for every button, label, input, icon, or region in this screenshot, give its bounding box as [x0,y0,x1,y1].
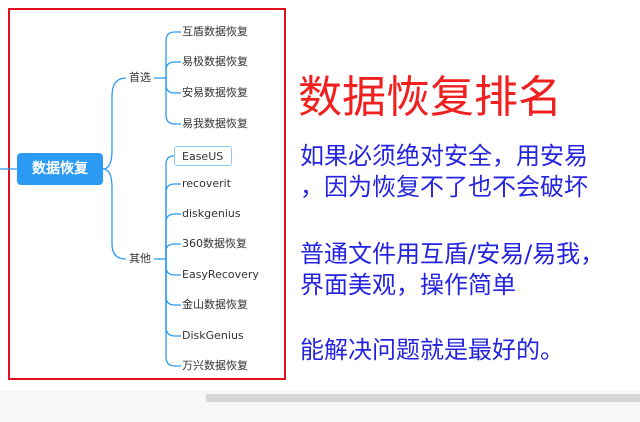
leaf-recoverit[interactable]: recoverit [182,177,231,190]
connector-leaf-5 [165,155,175,259]
root-node[interactable]: 数据恢复 [17,153,103,185]
leaf-anyi[interactable]: 安易数据恢复 [182,86,248,99]
connector-leaf-9 [165,259,181,276]
connector-leaf-1 [165,31,181,78]
connector-leaf-6 [165,183,181,259]
root-to-preferred-connector [102,77,127,170]
branch-preferred[interactable]: 首选 [127,70,153,86]
connector-leaf-11 [165,259,181,337]
note-3: 能解决问题就是最好的。 [300,336,564,364]
leaf-yiwo[interactable]: 易我数据恢复 [182,117,248,130]
connector-leaf-8 [165,243,181,259]
mindmap-frame [8,8,286,380]
connector-leaf-2 [165,61,181,78]
leaf-hudun[interactable]: 互盾数据恢复 [182,25,248,38]
branch-other[interactable]: 其他 [127,251,153,267]
connector-leaf-7 [165,213,181,259]
note-1-line-1: 如果必须绝对安全，用安易 [300,142,588,170]
note-1-line-2: ，因为恢复不了也不会破坏 [300,173,588,201]
leaf-diskgenius-lower[interactable]: diskgenius [182,207,241,220]
note-2-line-1: 普通文件用互盾/安易/易我， [300,240,605,268]
connector-leaf-4 [165,78,181,125]
horizontal-scrollbar[interactable] [206,394,640,402]
annotation-title: 数据恢复排名 [298,72,562,123]
root-to-other-connector [102,168,127,260]
leaf-yiji[interactable]: 易极数据恢复 [182,55,248,68]
connector-leaf-12 [165,259,181,367]
leaf-jinshan[interactable]: 金山数据恢复 [182,298,248,311]
connector-leaf-10 [165,259,181,306]
leaf-easyrecovery[interactable]: EasyRecovery [182,268,259,281]
leaf-360[interactable]: 360数据恢复 [182,237,247,250]
leaf-wanxing[interactable]: 万兴数据恢复 [182,359,248,372]
note-2-line-2: 界面美观，操作简单 [300,271,516,299]
leaf-easeus[interactable]: EaseUS [174,146,232,166]
leaf-diskgenius[interactable]: DiskGenius [182,329,244,342]
connector-leaf-3 [165,78,181,94]
